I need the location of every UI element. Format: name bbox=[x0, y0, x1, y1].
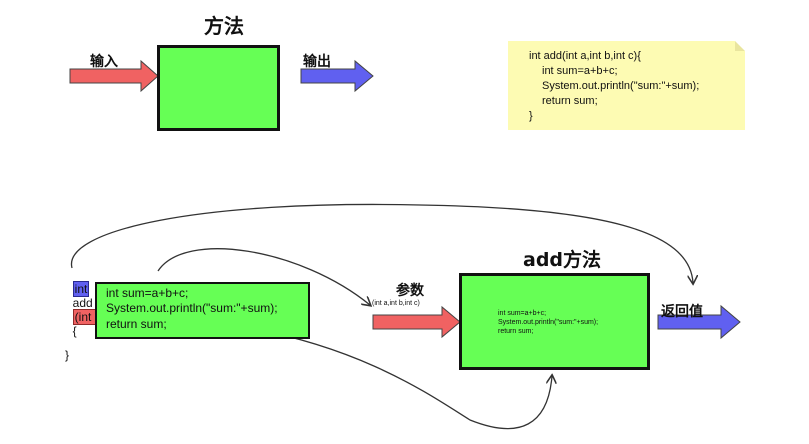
note-line: System.out.println("sum:"+sum); bbox=[542, 80, 700, 92]
body-line: System.out.println("sum:"+sum); bbox=[106, 301, 278, 315]
input-arrow bbox=[69, 59, 159, 93]
return-arrow bbox=[657, 304, 741, 340]
output-label: 输出 bbox=[303, 54, 331, 70]
method-body-box: int sum=a+b+c; System.out.println("sum:"… bbox=[95, 282, 310, 339]
params-label: 参数 bbox=[396, 283, 424, 299]
params-sub-label: (int a,int b,int c) bbox=[372, 300, 420, 307]
body-line: return sum; bbox=[106, 317, 167, 331]
method-box-line: System.out.println("sum:"+sum); bbox=[498, 319, 599, 326]
output-arrow bbox=[300, 59, 374, 93]
note-line: int add(int a,int b,int c){ bbox=[529, 50, 641, 62]
method-box-line: int sum=a+b+c; bbox=[498, 310, 547, 317]
method-box-line: return sum; bbox=[498, 328, 534, 335]
top-method-box bbox=[157, 45, 280, 131]
body-line: int sum=a+b+c; bbox=[106, 286, 189, 300]
note-line: return sum; bbox=[542, 95, 598, 107]
note-fold-corner bbox=[735, 41, 745, 51]
method-name: add bbox=[72, 296, 93, 310]
params-arrow bbox=[372, 305, 461, 339]
input-label: 输入 bbox=[90, 54, 118, 70]
add-method-box: int sum=a+b+c; System.out.println("sum:"… bbox=[459, 273, 650, 370]
add-method-title: add方法 bbox=[523, 249, 602, 271]
closing-brace: } bbox=[65, 348, 70, 362]
note-line: } bbox=[529, 110, 533, 122]
open-brace: { bbox=[72, 324, 77, 338]
return-type-connector bbox=[70, 203, 693, 283]
note-line: int sum=a+b+c; bbox=[542, 65, 618, 77]
top-method-title: 方法 bbox=[204, 14, 244, 38]
params-connector bbox=[157, 248, 370, 305]
return-type-highlight: int bbox=[72, 281, 90, 297]
return-label: 返回值 bbox=[661, 304, 703, 320]
body-connector bbox=[231, 324, 552, 430]
code-note: int add(int a,int b,int c){ int sum=a+b+… bbox=[508, 41, 745, 130]
